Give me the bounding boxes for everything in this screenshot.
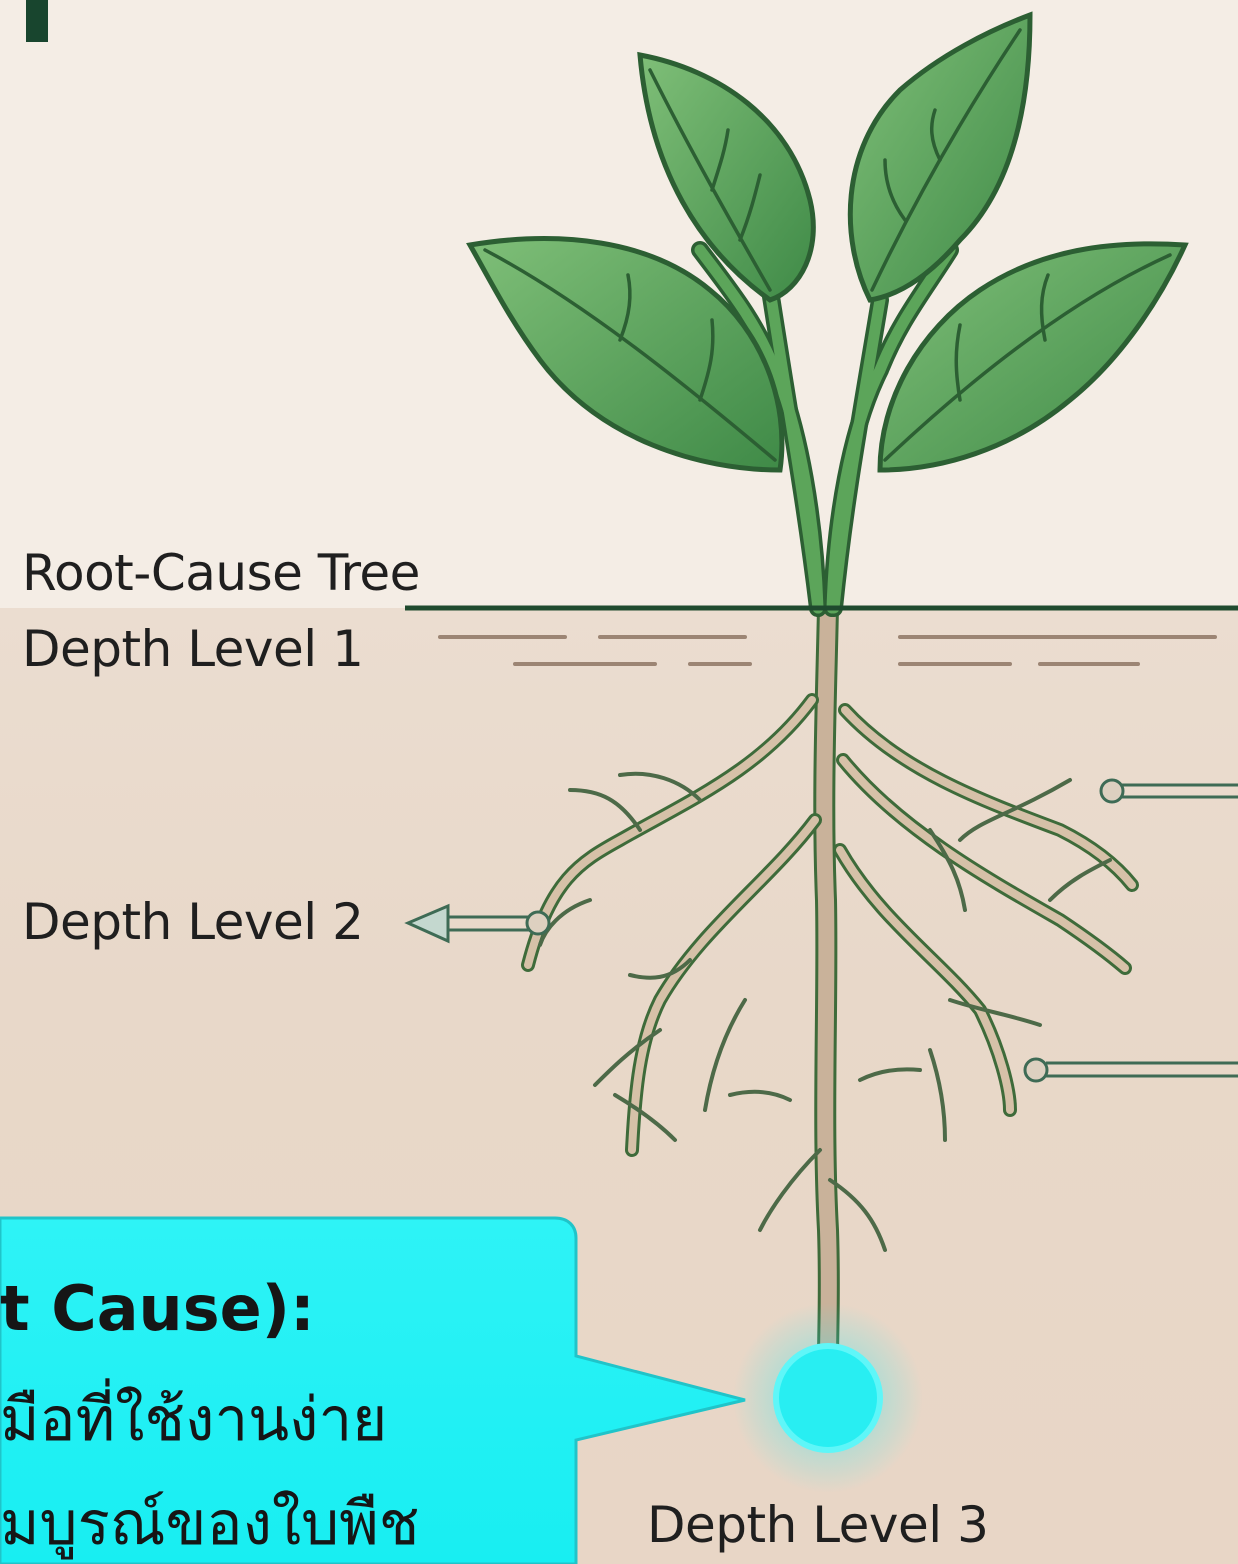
depth-level-1-label: Depth Level 1: [22, 620, 363, 678]
root-cause-node: [733, 1303, 923, 1493]
callout-heading: t Cause):: [0, 1272, 315, 1345]
depth-level-2-label: Depth Level 2: [22, 893, 363, 951]
root-system: [528, 608, 1132, 1360]
diagram-title: Root-Cause Tree: [22, 544, 420, 602]
depth-level-3-label: Depth Level 3: [647, 1496, 988, 1554]
level2-arrow: [408, 906, 549, 941]
callout-line-1: มือที่ใช้งานง่าย: [0, 1372, 387, 1467]
callout-line-2: มบูรณ์ของใบพืช: [0, 1476, 420, 1564]
leaves: [470, 15, 1185, 470]
